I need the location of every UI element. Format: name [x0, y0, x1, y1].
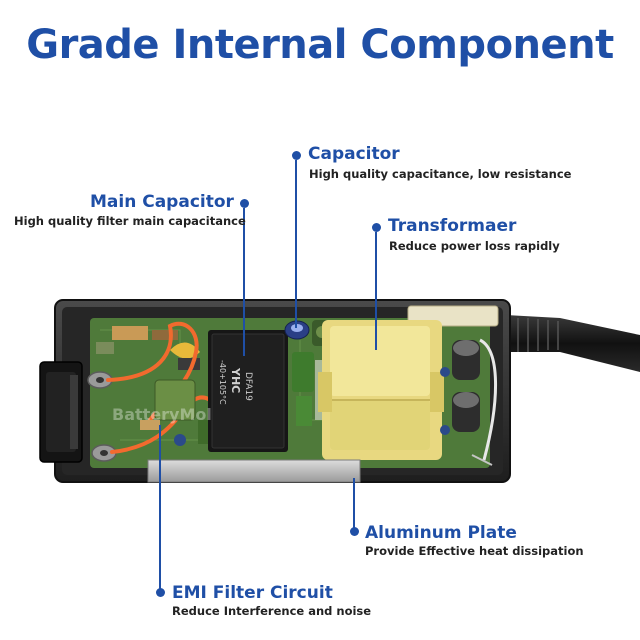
capacitor-label: Capacitor: [308, 144, 400, 164]
main-cap-marking-1: YHC: [229, 367, 242, 393]
emi-filter-description: Reduce Interference and noise: [172, 604, 372, 618]
main-capacitor-description: High quality filter main capacitance: [14, 214, 246, 228]
cable: [505, 315, 640, 372]
transformer-leader: [375, 232, 377, 350]
main-capacitor-leader: [243, 208, 245, 356]
aluminum-plate-description: Provide Effective heat dissipation: [365, 544, 584, 558]
emi-filter-leader: [159, 425, 161, 590]
aluminum-plate-leader: [353, 478, 355, 528]
transformer-part: [318, 305, 499, 460]
aluminum-plate-part: [147, 459, 361, 483]
ac-inlet: [39, 361, 83, 463]
output-capacitors: [440, 338, 497, 466]
main-cap-marking-3: -40+105°C: [218, 360, 227, 405]
transformer-description: Reduce power loss rapidly: [389, 239, 560, 253]
transformer-label: Transformaer: [388, 216, 517, 236]
watermark: BatteryMol: [112, 405, 212, 424]
emi-filter-marker: [156, 588, 165, 597]
capacitor-leader: [295, 160, 297, 328]
terminal-lugs: [87, 371, 117, 462]
transformer-marker: [372, 223, 381, 232]
main-capacitor-label: Main Capacitor: [90, 192, 234, 212]
capacitor-description: High quality capacitance, low resistance: [309, 167, 572, 181]
main-capacitor-marker: [240, 199, 249, 208]
capacitor-marker: [292, 151, 301, 160]
page-title: Grade Internal Component: [26, 22, 614, 68]
aluminum-plate-label: Aluminum Plate: [365, 523, 517, 543]
main-capacitor-part: YHC DFA19 -40+105°C: [208, 330, 288, 452]
emi-filter-label: EMI Filter Circuit: [172, 583, 333, 603]
aluminum-plate-marker: [350, 527, 359, 536]
main-cap-marking-2: DFA19: [243, 372, 253, 401]
